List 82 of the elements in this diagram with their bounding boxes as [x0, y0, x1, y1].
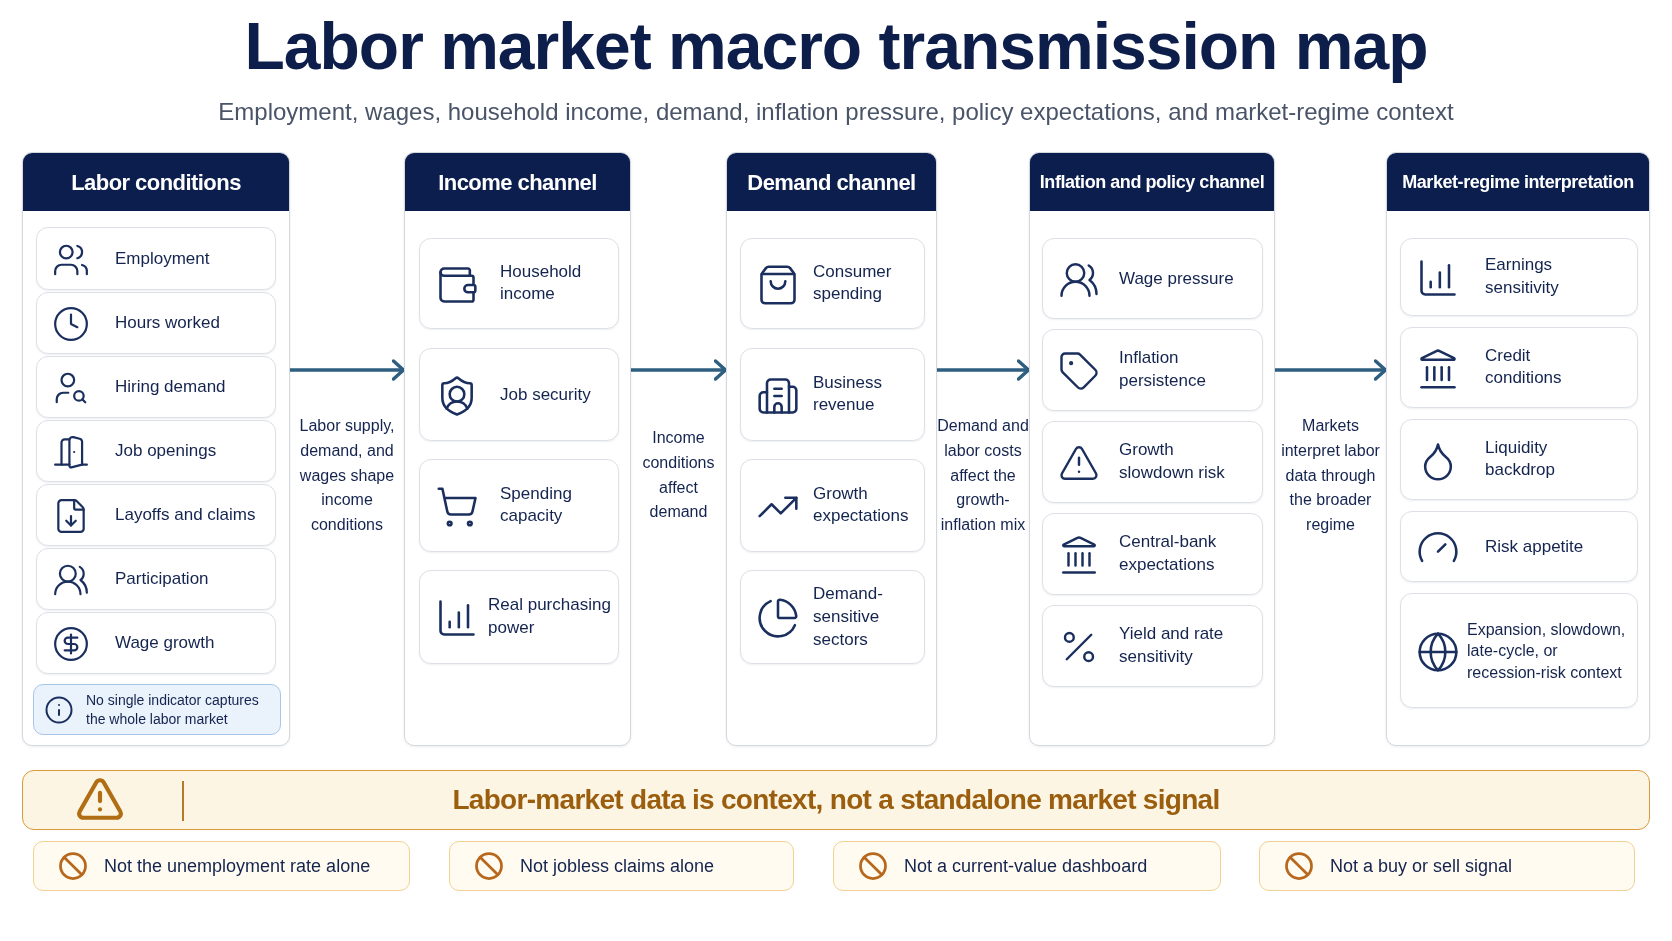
indicator-card [1042, 605, 1263, 687]
channel-panel [1386, 152, 1650, 746]
edge-label: Demand and labor costs affect the growth-inflation mix [937, 416, 1029, 536]
warning-banner [22, 770, 1650, 830]
arrow [288, 359, 406, 381]
indicator-label: Demand-sensitive sectors [813, 582, 884, 651]
arrow [1273, 359, 1388, 381]
indicator-label: Growth expectations [813, 482, 910, 528]
indicator-card [1400, 511, 1638, 582]
arrow [935, 359, 1031, 381]
caveat-text: Not jobless claims alone [520, 854, 715, 878]
channel-panel [404, 152, 631, 746]
banner-text: Labor-market data is context, not a standalone market signal [452, 783, 1220, 817]
edge-label: Income conditions affect demand [641, 428, 716, 523]
indicator-label: Household income [500, 260, 583, 306]
indicator-label: Yield and rate sensitivity [1119, 623, 1225, 668]
indicator-card [1400, 593, 1638, 708]
indicator-card [36, 356, 276, 418]
indicator-card [36, 292, 276, 354]
panel-header: Income channel [405, 153, 630, 211]
indicator-label: Job security [500, 383, 591, 406]
indicator-card [1042, 329, 1263, 411]
indicator-card [1042, 421, 1263, 503]
indicator-card [740, 238, 925, 329]
indicator-card [419, 238, 619, 329]
subtitle: Employment, wages, household income, demand, inflation pressure, policy expectations, and market-regime context [218, 97, 1454, 127]
channel-panel [22, 152, 290, 746]
indicator-card [419, 348, 619, 441]
indicator-label: Business revenue [813, 371, 883, 417]
edge-label: Labor supply, demand, and wages shape income conditions [298, 416, 396, 536]
indicator-card [740, 570, 925, 664]
panel-header: Market-regime interpretation [1387, 153, 1649, 211]
indicator-card [36, 484, 276, 546]
indicator-label: Real purchasing power [488, 594, 612, 639]
caveat-card [833, 841, 1221, 891]
indicator-card [1042, 513, 1263, 595]
indicator-card [740, 459, 925, 552]
caveat-text: Not the unemployment rate alone [104, 854, 371, 878]
indicator-card [36, 227, 276, 290]
indicator-card [419, 570, 619, 664]
title: Labor market macro transmission map [244, 12, 1428, 82]
indicator-label: Participation [115, 567, 209, 590]
caveat-card [1259, 841, 1635, 891]
caveat-text: Not a current-value dashboard [904, 854, 1148, 878]
indicator-label: Earnings sensitivity [1485, 254, 1560, 299]
indicator-label: Job openings [115, 439, 217, 462]
indicator-label: Employment [115, 247, 210, 270]
channel-panel [726, 152, 937, 746]
caveat-card [33, 841, 410, 891]
indicator-card [1042, 238, 1263, 319]
panel-header: Demand channel [727, 153, 936, 211]
channel-panel [1029, 152, 1275, 746]
indicator-label: Hours worked [115, 311, 220, 334]
panel-header: Labor conditions [23, 153, 289, 211]
indicator-label: Growth slowdown risk [1119, 439, 1226, 484]
indicator-card [740, 348, 925, 441]
edge-label: Markets interpret labor data through the broader regime [1280, 416, 1381, 536]
indicator-card [36, 612, 276, 674]
indicator-card [1400, 238, 1638, 316]
indicator-label: Wage growth [115, 631, 215, 654]
indicator-label: Expansion, slowdown, late-cycle, or recession-risk context [1467, 619, 1627, 683]
indicator-card [36, 420, 276, 482]
indicator-label: Liquidity backdrop [1485, 436, 1556, 482]
indicator-label: Hiring demand [115, 375, 226, 398]
indicator-label: Spending capacity [500, 482, 573, 528]
caveat-card [449, 841, 794, 891]
indicator-label: Consumer spending [813, 260, 893, 306]
indicator-label: Layoffs and claims [115, 503, 256, 526]
indicator-label: Credit conditions [1485, 344, 1563, 390]
indicator-label: Wage pressure [1119, 267, 1234, 290]
panel-header: Inflation and policy channel [1030, 153, 1274, 211]
indicator-card [1400, 419, 1638, 500]
indicator-label: Central-bank expectations [1119, 531, 1218, 576]
note-text: No single indicator captures the whole labor market [86, 690, 260, 729]
indicator-label: Risk appetite [1485, 535, 1584, 558]
indicator-label: Inflation persistence [1119, 347, 1207, 392]
indicator-card [1400, 327, 1638, 408]
indicator-card [36, 548, 276, 610]
indicator-card [419, 459, 619, 552]
info-note [33, 684, 281, 735]
caveat-text: Not a buy or sell signal [1330, 854, 1513, 878]
arrow [629, 359, 728, 381]
